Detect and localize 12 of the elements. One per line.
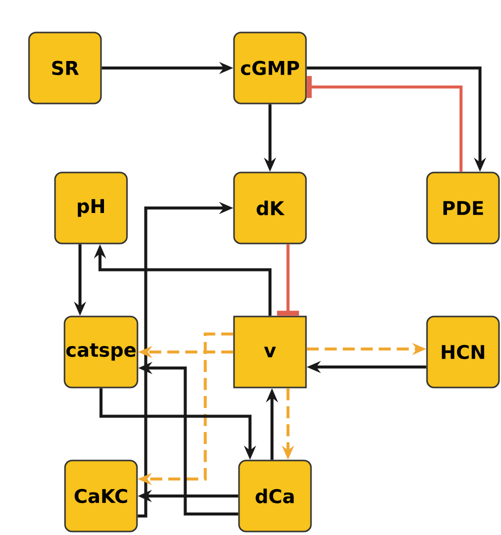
node-box: v	[233, 316, 307, 388]
node-box: HCN	[426, 316, 500, 388]
node-box: cGMP	[233, 32, 307, 104]
node-box: catspe	[64, 316, 138, 388]
node-box: CaKC	[64, 460, 138, 532]
arrow	[277, 244, 299, 316]
node-box: SR	[28, 32, 102, 104]
arrow	[306, 76, 462, 172]
node-box: dK	[233, 172, 307, 244]
node-box: pH	[54, 172, 128, 244]
node-box: dCa	[238, 460, 312, 532]
node-box: PDE	[426, 172, 500, 244]
